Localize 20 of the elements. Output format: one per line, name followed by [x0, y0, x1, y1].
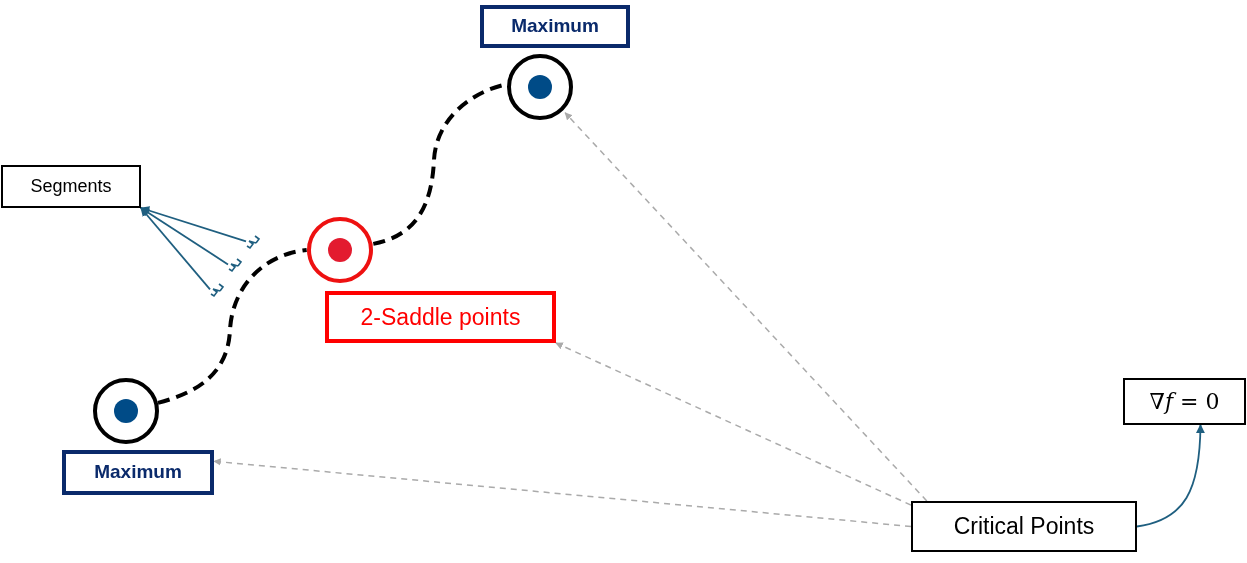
segment-bracket	[246, 235, 262, 251]
arrow	[140, 206, 247, 243]
label-box: Maximum	[62, 450, 214, 495]
circled-point	[506, 53, 574, 121]
label-box: 2-Saddle points	[325, 291, 556, 343]
equation-box: ∇f = 0	[1123, 378, 1246, 425]
label-box: Critical Points	[911, 501, 1137, 552]
arrow	[1136, 424, 1205, 528]
segment-bracket	[228, 258, 244, 274]
circled-point	[92, 377, 160, 445]
arrow	[555, 342, 912, 506]
arrow	[213, 458, 912, 528]
arrow	[140, 207, 211, 291]
arrow	[140, 207, 229, 266]
label-box: Maximum	[480, 5, 630, 48]
label-box: Segments	[1, 165, 141, 208]
dashed-curve	[157, 248, 307, 405]
arrow	[564, 112, 928, 502]
segment-bracket	[210, 283, 226, 299]
circled-point	[306, 216, 374, 284]
